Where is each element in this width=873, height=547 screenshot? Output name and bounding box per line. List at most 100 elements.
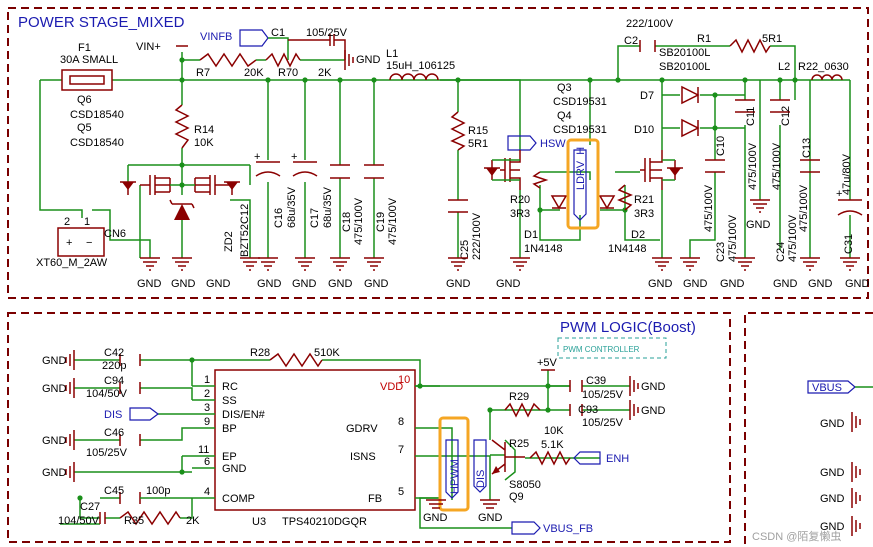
cn6-ref: CN6 [104, 228, 126, 240]
transistor-q9 [491, 439, 525, 475]
resistor-r35 [119, 510, 181, 526]
r20-value: 3R3 [510, 208, 530, 220]
c42-ref: C42 [104, 347, 124, 359]
u3-pin9-name: BP [222, 423, 237, 435]
hsw-label: HSW [540, 138, 566, 150]
svg-text:GND: GND [364, 278, 389, 290]
c16-value: 68u/35V [286, 186, 298, 228]
c39-value: 105/25V [582, 389, 624, 401]
q4-ref: Q4 [557, 110, 572, 122]
capacitor-c42 [119, 354, 141, 366]
c24-ref: C24 [775, 242, 787, 262]
mosfet-q5 [194, 175, 240, 195]
r28-value: 510K [314, 347, 340, 359]
vbus-label: VBUS [812, 382, 842, 394]
r1-value: 5R1 [762, 33, 782, 45]
c19-value: 475/100V [387, 197, 399, 245]
resistor-r1 [729, 38, 771, 54]
hsw-port [507, 135, 537, 151]
r14-value: 10K [194, 137, 214, 149]
l2-ref: L2 [778, 61, 790, 73]
c45-value: 100p [146, 485, 170, 497]
u3-pin3-num: 3 [204, 402, 210, 414]
c12-value: 475/100V [771, 142, 783, 190]
u3-left-pins [192, 385, 215, 499]
c17-value: 68u/35V [322, 186, 334, 228]
c1-value: 105/25V [306, 27, 348, 39]
power-stage-title: POWER STAGE_MIXED [18, 14, 185, 31]
u3-pin5-num: 5 [398, 486, 404, 498]
resistor-r70 [265, 52, 301, 68]
d1-value: 1N4148 [524, 243, 563, 255]
c18-value: 475/100V [353, 197, 365, 245]
gnd-c39: GND [641, 381, 666, 393]
r70-ref: R70 [278, 67, 298, 79]
dis-port-label: DIS [104, 409, 122, 421]
gnd-right-3: GND [820, 493, 845, 505]
ldrv-h-highlight [566, 138, 600, 230]
c18-ref: C18 [341, 212, 353, 232]
gnd-c93: GND [641, 405, 666, 417]
dis-vertical-port [473, 439, 487, 493]
svg-text:GND: GND [773, 278, 798, 290]
sb-label-2: SB20100L [659, 61, 710, 73]
l1-ref: L1 [386, 48, 398, 60]
c93-value: 105/25V [582, 417, 624, 429]
u3-pin5-name: FB [368, 493, 382, 505]
r35-ref: R35 [124, 515, 144, 527]
r25-ref: R25 [509, 438, 529, 450]
mosfet-q3 [484, 150, 521, 190]
c11-ref: C11 [745, 107, 757, 126]
c42-value: 220p [102, 360, 126, 372]
q3-value: CSD19531 [553, 96, 607, 108]
r35-value: 2K [186, 515, 200, 527]
c94-ref: C94 [104, 375, 124, 387]
enh-label: ENH [606, 453, 629, 465]
watermark: CSDN @陌复懒虫 [752, 529, 841, 543]
f1-ref: F1 [78, 42, 91, 54]
capacitor-c13 [800, 159, 820, 173]
u3-pin11-name: EP [222, 451, 237, 463]
d2-value: 1N4148 [608, 243, 647, 255]
q5-value: CSD18540 [70, 137, 124, 149]
q6-ref: Q6 [77, 94, 92, 106]
capacitor-c12 [770, 99, 790, 113]
r20-ref: R20 [510, 194, 530, 206]
resistor-r7 [199, 52, 257, 68]
svg-text:+: + [836, 188, 842, 200]
svg-text:GND: GND [328, 278, 353, 290]
capacitor-c10 [705, 159, 725, 173]
gnd-right-1: GND [820, 418, 845, 430]
q9-value: S8050 [509, 479, 541, 491]
resistor-r21 [617, 184, 633, 211]
l2-value: R22_0630 [798, 61, 849, 73]
hpwm-label: HPWM [449, 459, 461, 494]
svg-text:GND: GND [446, 278, 471, 290]
resistor-r15 [450, 111, 466, 151]
cn6-pin2: 2 [64, 216, 70, 228]
d1-ref: D1 [524, 229, 538, 241]
c19-ref: C19 [375, 212, 387, 232]
gnd-symbol [344, 50, 354, 70]
c94-value: 104/50V [86, 388, 128, 400]
enh-port [573, 451, 601, 465]
vinfb-label: VINFB [200, 31, 232, 43]
u3-pin10-num: 10 [398, 374, 410, 386]
c11-value: 475/100V [747, 142, 759, 190]
c27-value: 104/50V [58, 515, 100, 527]
mosfet-q6 [120, 175, 171, 195]
ldrv-h-label: LDRV_H [575, 147, 587, 190]
q9-ref: Q9 [509, 491, 524, 503]
svg-text:+: + [254, 151, 260, 163]
capacitor-c17: + [291, 151, 318, 177]
dis-vertical-label: DIS [475, 470, 487, 488]
diode-d1 [550, 195, 568, 210]
capacitor-c27 [99, 512, 106, 524]
svg-text:GND: GND [137, 278, 162, 290]
r1-ref: R1 [697, 33, 711, 45]
capacitor-c46 [119, 434, 141, 446]
q6-value: CSD18540 [70, 109, 124, 121]
l1-value: 15uH_106125 [386, 60, 455, 72]
capacitor-c39 [569, 380, 583, 392]
c1-ref: C1 [271, 27, 285, 39]
